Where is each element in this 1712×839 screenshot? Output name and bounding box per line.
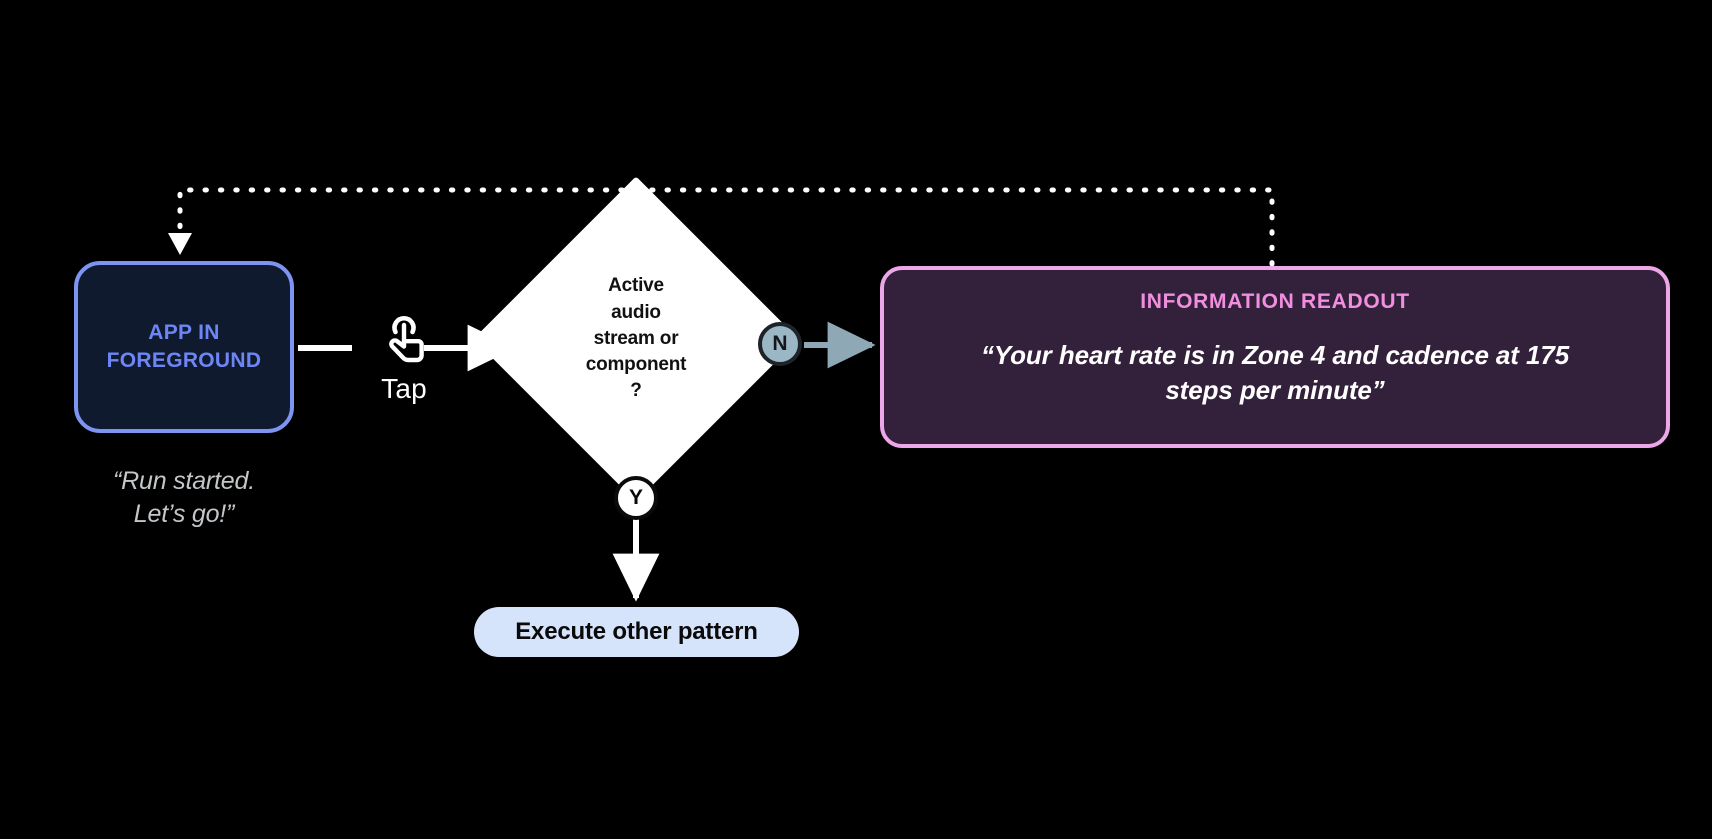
decision-line-3: stream or (593, 327, 679, 349)
app-caption-line2: Let’s go!” (133, 500, 235, 528)
decision-line-5: ? (630, 380, 642, 402)
decision-node[interactable]: Active audio stream or component ? (473, 176, 799, 502)
decision-label: Active audio stream or component ? (521, 224, 751, 454)
branch-no-label: N (772, 332, 788, 355)
decision-line-2: audio (611, 301, 661, 323)
information-readout-title: INFORMATION READOUT (1140, 290, 1410, 313)
app-caption-line1: “Run started. (113, 467, 255, 495)
readout-quote-line1: “Your heart rate is in Zone 4 and cadenc… (980, 340, 1519, 370)
app-in-foreground-node[interactable]: APP IN FOREGROUND (74, 261, 294, 433)
execute-other-pattern-pill[interactable]: Execute other pattern (474, 607, 799, 657)
app-label-line2: FOREGROUND (106, 349, 262, 372)
app-label-line1: APP IN (148, 321, 220, 345)
readout-quote-line2: 175 steps per minute” (1165, 340, 1570, 406)
execute-other-pattern-label: Execute other pattern (515, 618, 758, 645)
branch-no-badge: N (758, 322, 802, 366)
branch-yes-label: Y (628, 486, 643, 509)
branch-yes-badge: Y (614, 476, 658, 520)
tap-label: Tap (381, 373, 427, 404)
feedback-loop-arrowhead (168, 233, 192, 255)
tap-gesture-group: Tap (355, 315, 453, 405)
tap-gesture-icon (389, 315, 424, 363)
decision-line-1: Active (608, 275, 664, 297)
decision-line-4: component (585, 354, 687, 376)
information-readout-quote: “Your heart rate is in Zone 4 and cadenc… (945, 338, 1605, 409)
information-readout-card[interactable]: INFORMATION READOUT “Your heart rate is … (880, 266, 1670, 448)
app-voice-caption: “Run started. Let’s go!” (54, 465, 314, 531)
app-in-foreground-label: APP IN FOREGROUND (107, 319, 262, 374)
